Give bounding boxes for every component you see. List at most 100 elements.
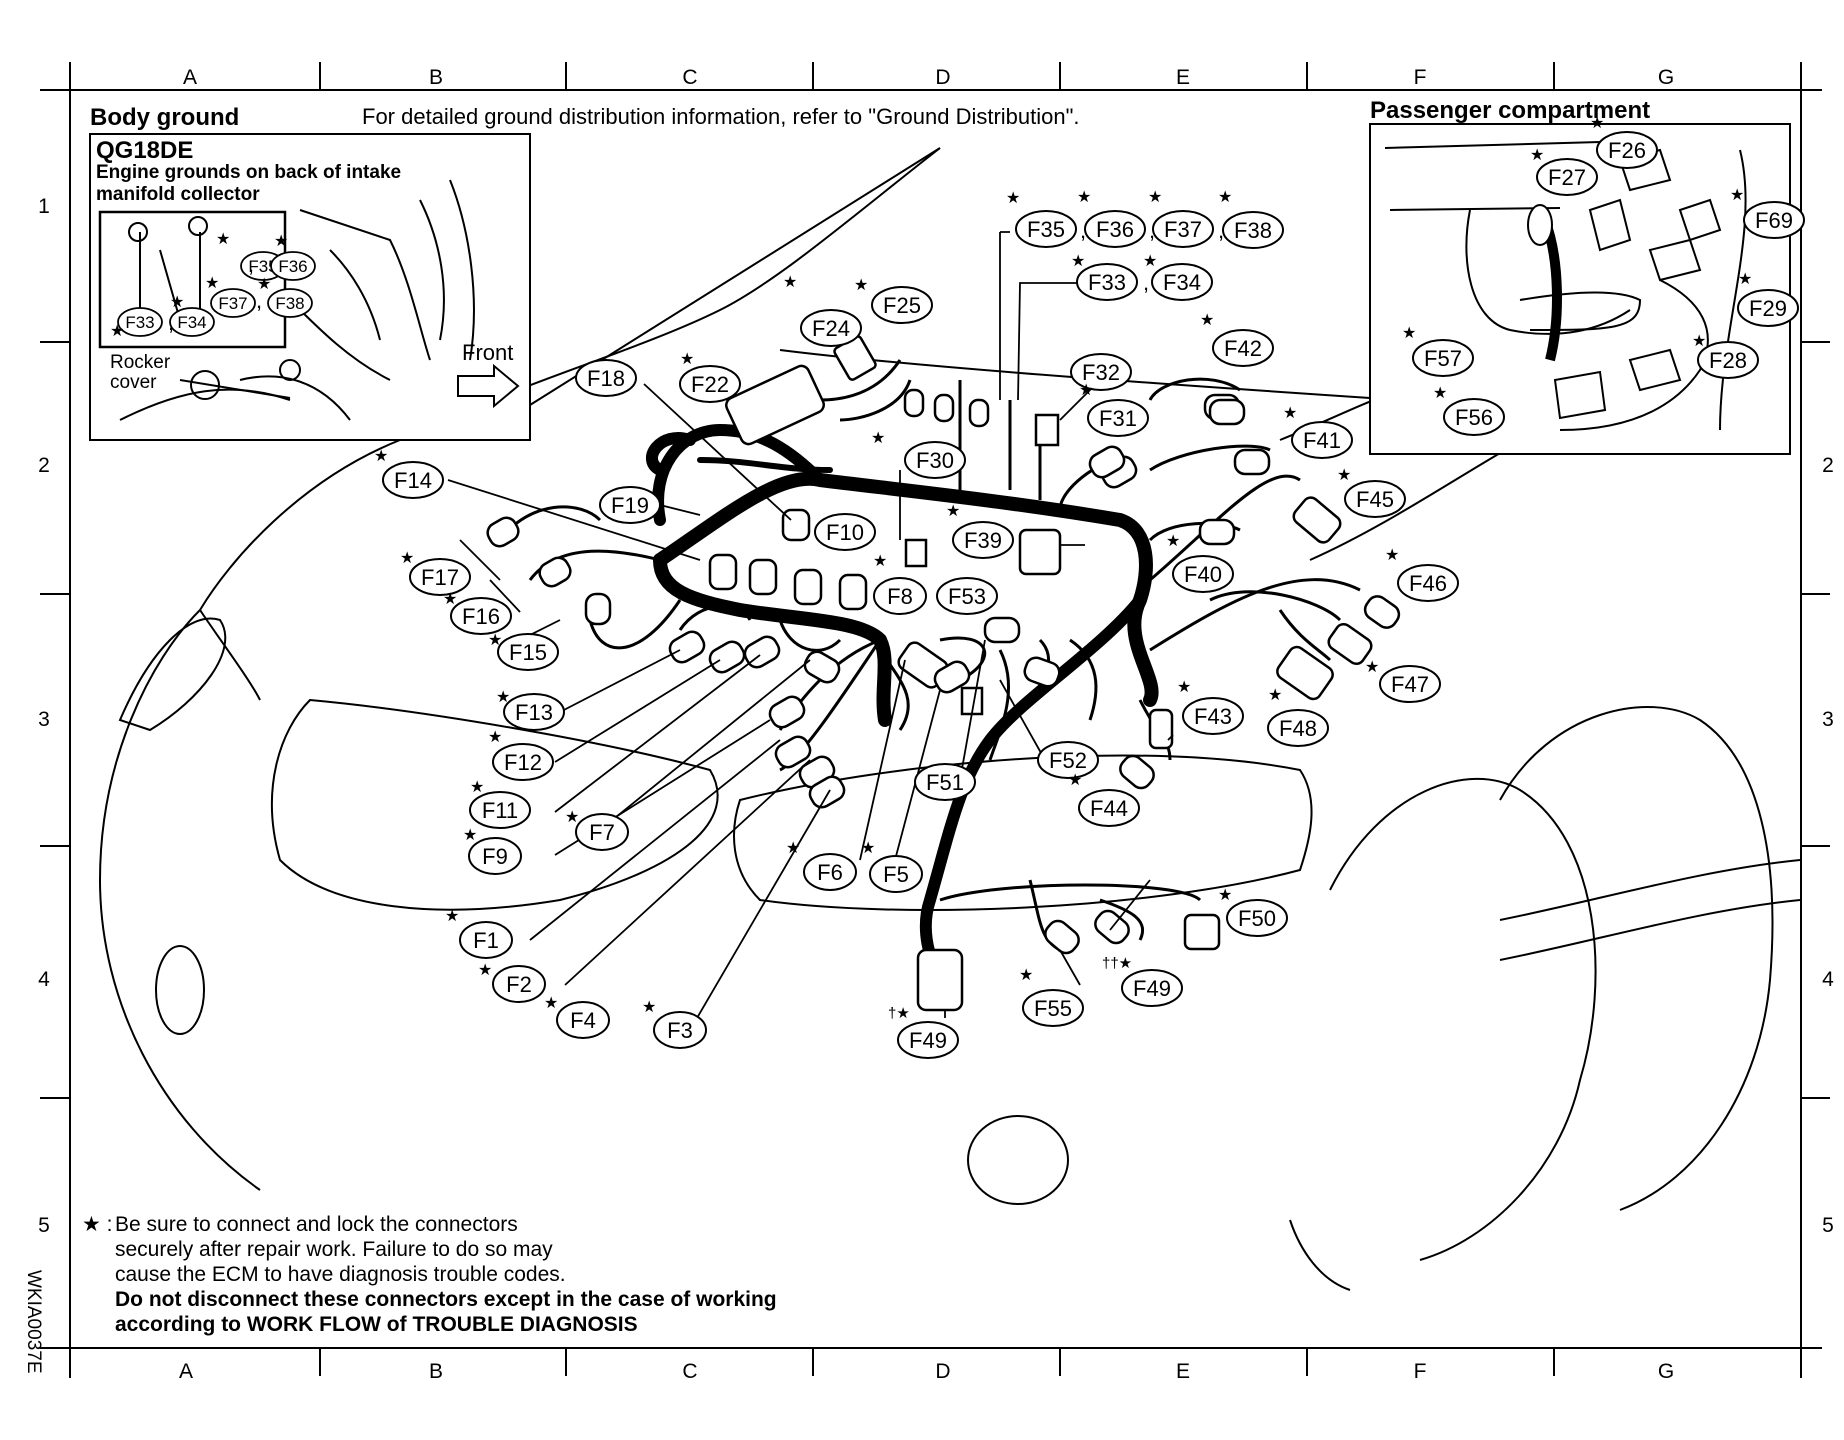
connector-label: F35	[1027, 217, 1065, 242]
star-mark: ★	[1143, 253, 1157, 270]
inset-frame	[89, 133, 531, 441]
callout-oval	[382, 461, 444, 499]
star-mark: ★	[205, 275, 219, 292]
callout-oval	[1078, 789, 1140, 827]
star-mark: ★	[470, 779, 484, 796]
connector-callout-f11: F11	[469, 791, 531, 829]
callout-oval	[914, 763, 976, 801]
connector-callout-f69: F69	[1743, 201, 1805, 239]
inset-callout-f37: F37	[210, 288, 256, 318]
callout-oval	[1022, 989, 1084, 1027]
connector-callout-f42: F42	[1212, 329, 1274, 367]
separator-comma: ,	[1080, 218, 1086, 243]
star-mark: ★	[786, 840, 800, 857]
connector-label: F30	[916, 448, 954, 473]
callout-oval	[1212, 329, 1274, 367]
inset-callout-f36: F36	[270, 251, 316, 281]
connector-callout-f26: F26	[1596, 131, 1658, 169]
callout-oval	[1084, 210, 1146, 248]
callout-oval	[873, 577, 927, 615]
connector-label: F26	[1608, 138, 1646, 163]
callout-oval	[1222, 211, 1284, 249]
star-mark: ★	[110, 323, 124, 340]
connector-label: F40	[1184, 562, 1222, 587]
connector-label: F48	[1279, 716, 1317, 741]
star-mark: ★	[1692, 333, 1706, 350]
row-label: 2	[38, 454, 50, 477]
star-mark: ★	[544, 995, 558, 1012]
connector-label: F3	[667, 1018, 693, 1043]
connector-label: F43	[1194, 704, 1232, 729]
separator-comma: ,	[1149, 218, 1155, 243]
connector-callout-f39: F39	[952, 521, 1014, 559]
footnote: ★ : Be sure to connect and lock the conn…	[82, 1212, 902, 1337]
connector-label: F50	[1238, 906, 1276, 931]
callout-oval	[469, 791, 531, 829]
connector-callout-f30: F30	[904, 441, 966, 479]
star-mark: ★	[1385, 547, 1399, 564]
callout-oval	[575, 813, 629, 851]
star-mark: ★	[680, 351, 694, 368]
col-label: D	[935, 1360, 950, 1383]
row-labels-left: 1 2 3 4 5	[38, 195, 50, 1237]
row-label: 4	[1822, 968, 1834, 991]
callout-oval	[459, 921, 513, 959]
passenger-title: Passenger compartment	[1370, 97, 1650, 124]
double-dagger-star-mark: ††★	[1102, 955, 1132, 972]
connector-callout-f12: F12	[492, 743, 554, 781]
footnote-bold-1: Do not disconnect these connectors excep…	[115, 1288, 777, 1311]
connector-label: F51	[926, 770, 964, 795]
star-mark: ★	[565, 809, 579, 826]
connector-label: F47	[1391, 672, 1429, 697]
callout-oval	[556, 1001, 610, 1039]
connector-label: F18	[587, 366, 625, 391]
row-label: 2	[1822, 454, 1834, 477]
star-mark: ★	[1738, 271, 1752, 288]
connector-callout-f32: F32	[1070, 353, 1132, 391]
footnote-bold-2: according to WORK FLOW of TROUBLE DIAGNO…	[115, 1313, 638, 1336]
star-mark: ★	[443, 591, 457, 608]
connector-callout-f49-alt: F49	[897, 1021, 959, 1059]
callout-oval	[575, 359, 637, 397]
callout-oval	[468, 837, 522, 875]
connector-callout-f22: F22	[679, 365, 741, 403]
rocker-leader	[179, 379, 291, 399]
star-mark: ★	[1148, 189, 1162, 206]
connector-stars: ★★★★★★★★★★★★★★★★★★★★★★★★★★★★★★★★★★★★★★★★…	[110, 115, 1752, 1022]
connector-callout-f57: F57	[1412, 339, 1474, 377]
connector-label: F15	[509, 640, 547, 665]
connector-label: F24	[812, 316, 850, 341]
row-label: 3	[1822, 708, 1834, 731]
star-mark: ★	[871, 430, 885, 447]
connector-callout-f4: F4	[556, 1001, 610, 1039]
connector-callout-f5: F5	[869, 855, 923, 893]
connector-label: F39	[964, 528, 1002, 553]
connector-bodies	[486, 335, 1401, 1012]
callout-oval	[1344, 480, 1406, 518]
connector-callout-f6: F6	[803, 853, 857, 891]
callout-oval	[599, 486, 661, 524]
rocker-label-1: Rocker	[110, 352, 171, 373]
column-labels-top: A B C D E F G	[183, 66, 1674, 89]
connector-callout-f53: F53	[936, 577, 998, 615]
star-mark: ★	[1730, 187, 1744, 204]
connector-callout-f29: F29	[1737, 289, 1799, 327]
star-mark: ★	[873, 553, 887, 570]
connector-label: F5	[883, 862, 909, 887]
star-mark: ★	[642, 999, 656, 1016]
star-mark: ★	[488, 632, 502, 649]
connector-label: F37	[1164, 217, 1202, 242]
col-label: C	[682, 66, 697, 89]
drawing-code-text: WKIA0037E	[23, 1270, 44, 1374]
connector-callout-f25: F25	[871, 286, 933, 324]
connector-label: F37	[218, 294, 247, 313]
dagger-star-mark: †★	[888, 1005, 910, 1022]
row-label: 3	[38, 708, 50, 731]
connector-callout-f41: F41	[1291, 421, 1353, 459]
connector-callout-f47: F47	[1379, 665, 1441, 703]
row-label: 5	[38, 1214, 50, 1237]
row-label: 5	[1822, 1214, 1834, 1237]
ground-distribution-note: For detailed ground distribution informa…	[362, 104, 1080, 129]
engine-model: QG18DE	[96, 137, 193, 164]
